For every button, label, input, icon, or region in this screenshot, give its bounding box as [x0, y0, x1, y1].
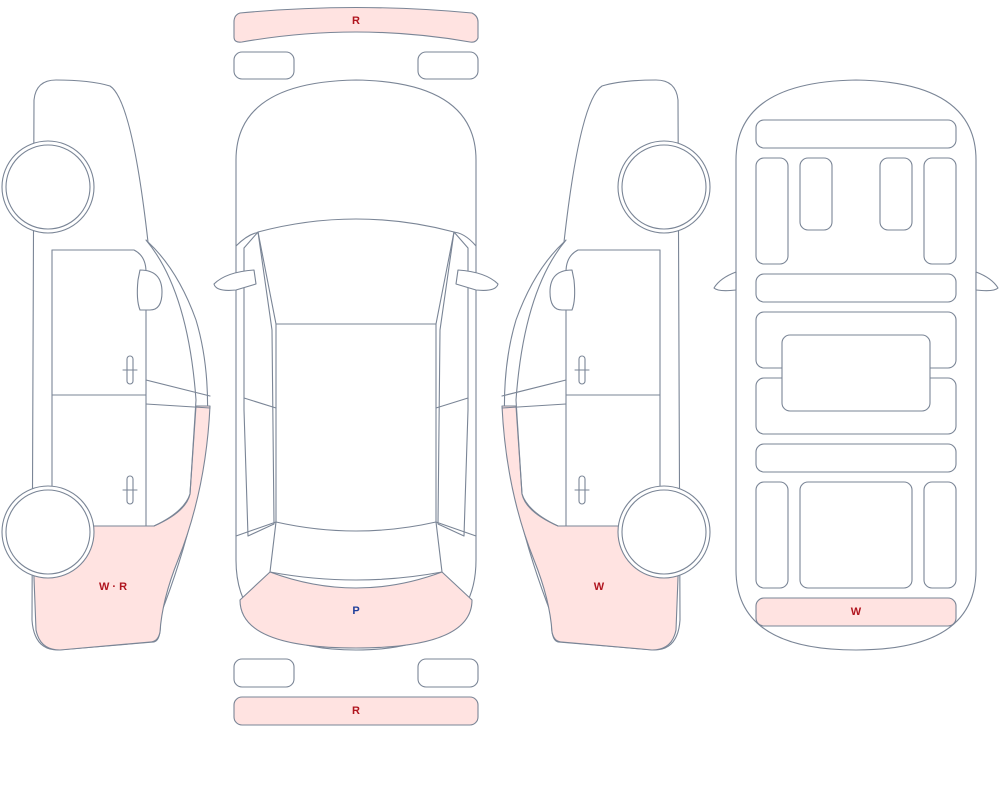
cargo-area[interactable] — [799, 481, 913, 589]
trunk-lid[interactable] — [239, 571, 473, 649]
underbody-rear-label: W — [851, 606, 862, 618]
interior-left-mirror[interactable] — [713, 271, 737, 292]
right-mirror-side[interactable] — [549, 269, 576, 311]
rear-bumper-label: R — [352, 705, 360, 717]
left-front-door-handle[interactable] — [122, 355, 138, 385]
left-mirror-side[interactable] — [136, 269, 163, 311]
rear-bar[interactable] — [755, 443, 957, 473]
right-rear-door-handle[interactable] — [574, 475, 590, 505]
front-left-headlight[interactable] — [233, 51, 295, 80]
front-left-panel[interactable] — [755, 157, 789, 265]
front-bumper-label: R — [352, 15, 360, 27]
roof[interactable] — [275, 323, 437, 533]
left-rear-wheel[interactable] — [1, 485, 95, 579]
right-rear-quarter-label: W — [594, 581, 605, 593]
rear-right-panel[interactable] — [923, 481, 957, 589]
windshield[interactable] — [257, 218, 455, 325]
front-right-headlight[interactable] — [417, 51, 479, 80]
interior-view — [713, 79, 999, 651]
right-front-door-handle[interactable] — [574, 355, 590, 385]
right-front-wheel[interactable] — [617, 140, 711, 234]
rear-bumper[interactable] — [233, 696, 479, 726]
right-side-view — [501, 79, 711, 651]
left-rear-quarter-label: W · R — [99, 581, 127, 593]
center-console[interactable] — [781, 334, 931, 412]
rear-window[interactable] — [269, 521, 443, 581]
front-right-panel[interactable] — [923, 157, 957, 265]
front-bumper[interactable] — [233, 6, 479, 43]
interior-right-mirror[interactable] — [975, 271, 999, 292]
underbody-rear[interactable] — [755, 597, 957, 627]
right-rear-wheel[interactable] — [617, 485, 711, 579]
left-rear-door-handle[interactable] — [122, 475, 138, 505]
trunk-lid-label: P — [352, 605, 359, 617]
dashboard[interactable] — [755, 119, 957, 149]
left-mirror-top[interactable] — [213, 269, 257, 291]
left-side-view — [1, 79, 211, 651]
rear-left-panel[interactable] — [755, 481, 789, 589]
front-right-seat[interactable] — [879, 157, 913, 231]
rear-right-taillight[interactable] — [417, 658, 479, 688]
right-mirror-top[interactable] — [455, 269, 499, 291]
top-view — [213, 79, 499, 651]
front-left-seat[interactable] — [799, 157, 833, 231]
center-bar[interactable] — [755, 273, 957, 303]
left-front-wheel[interactable] — [1, 140, 95, 234]
rear-left-taillight[interactable] — [233, 658, 295, 688]
